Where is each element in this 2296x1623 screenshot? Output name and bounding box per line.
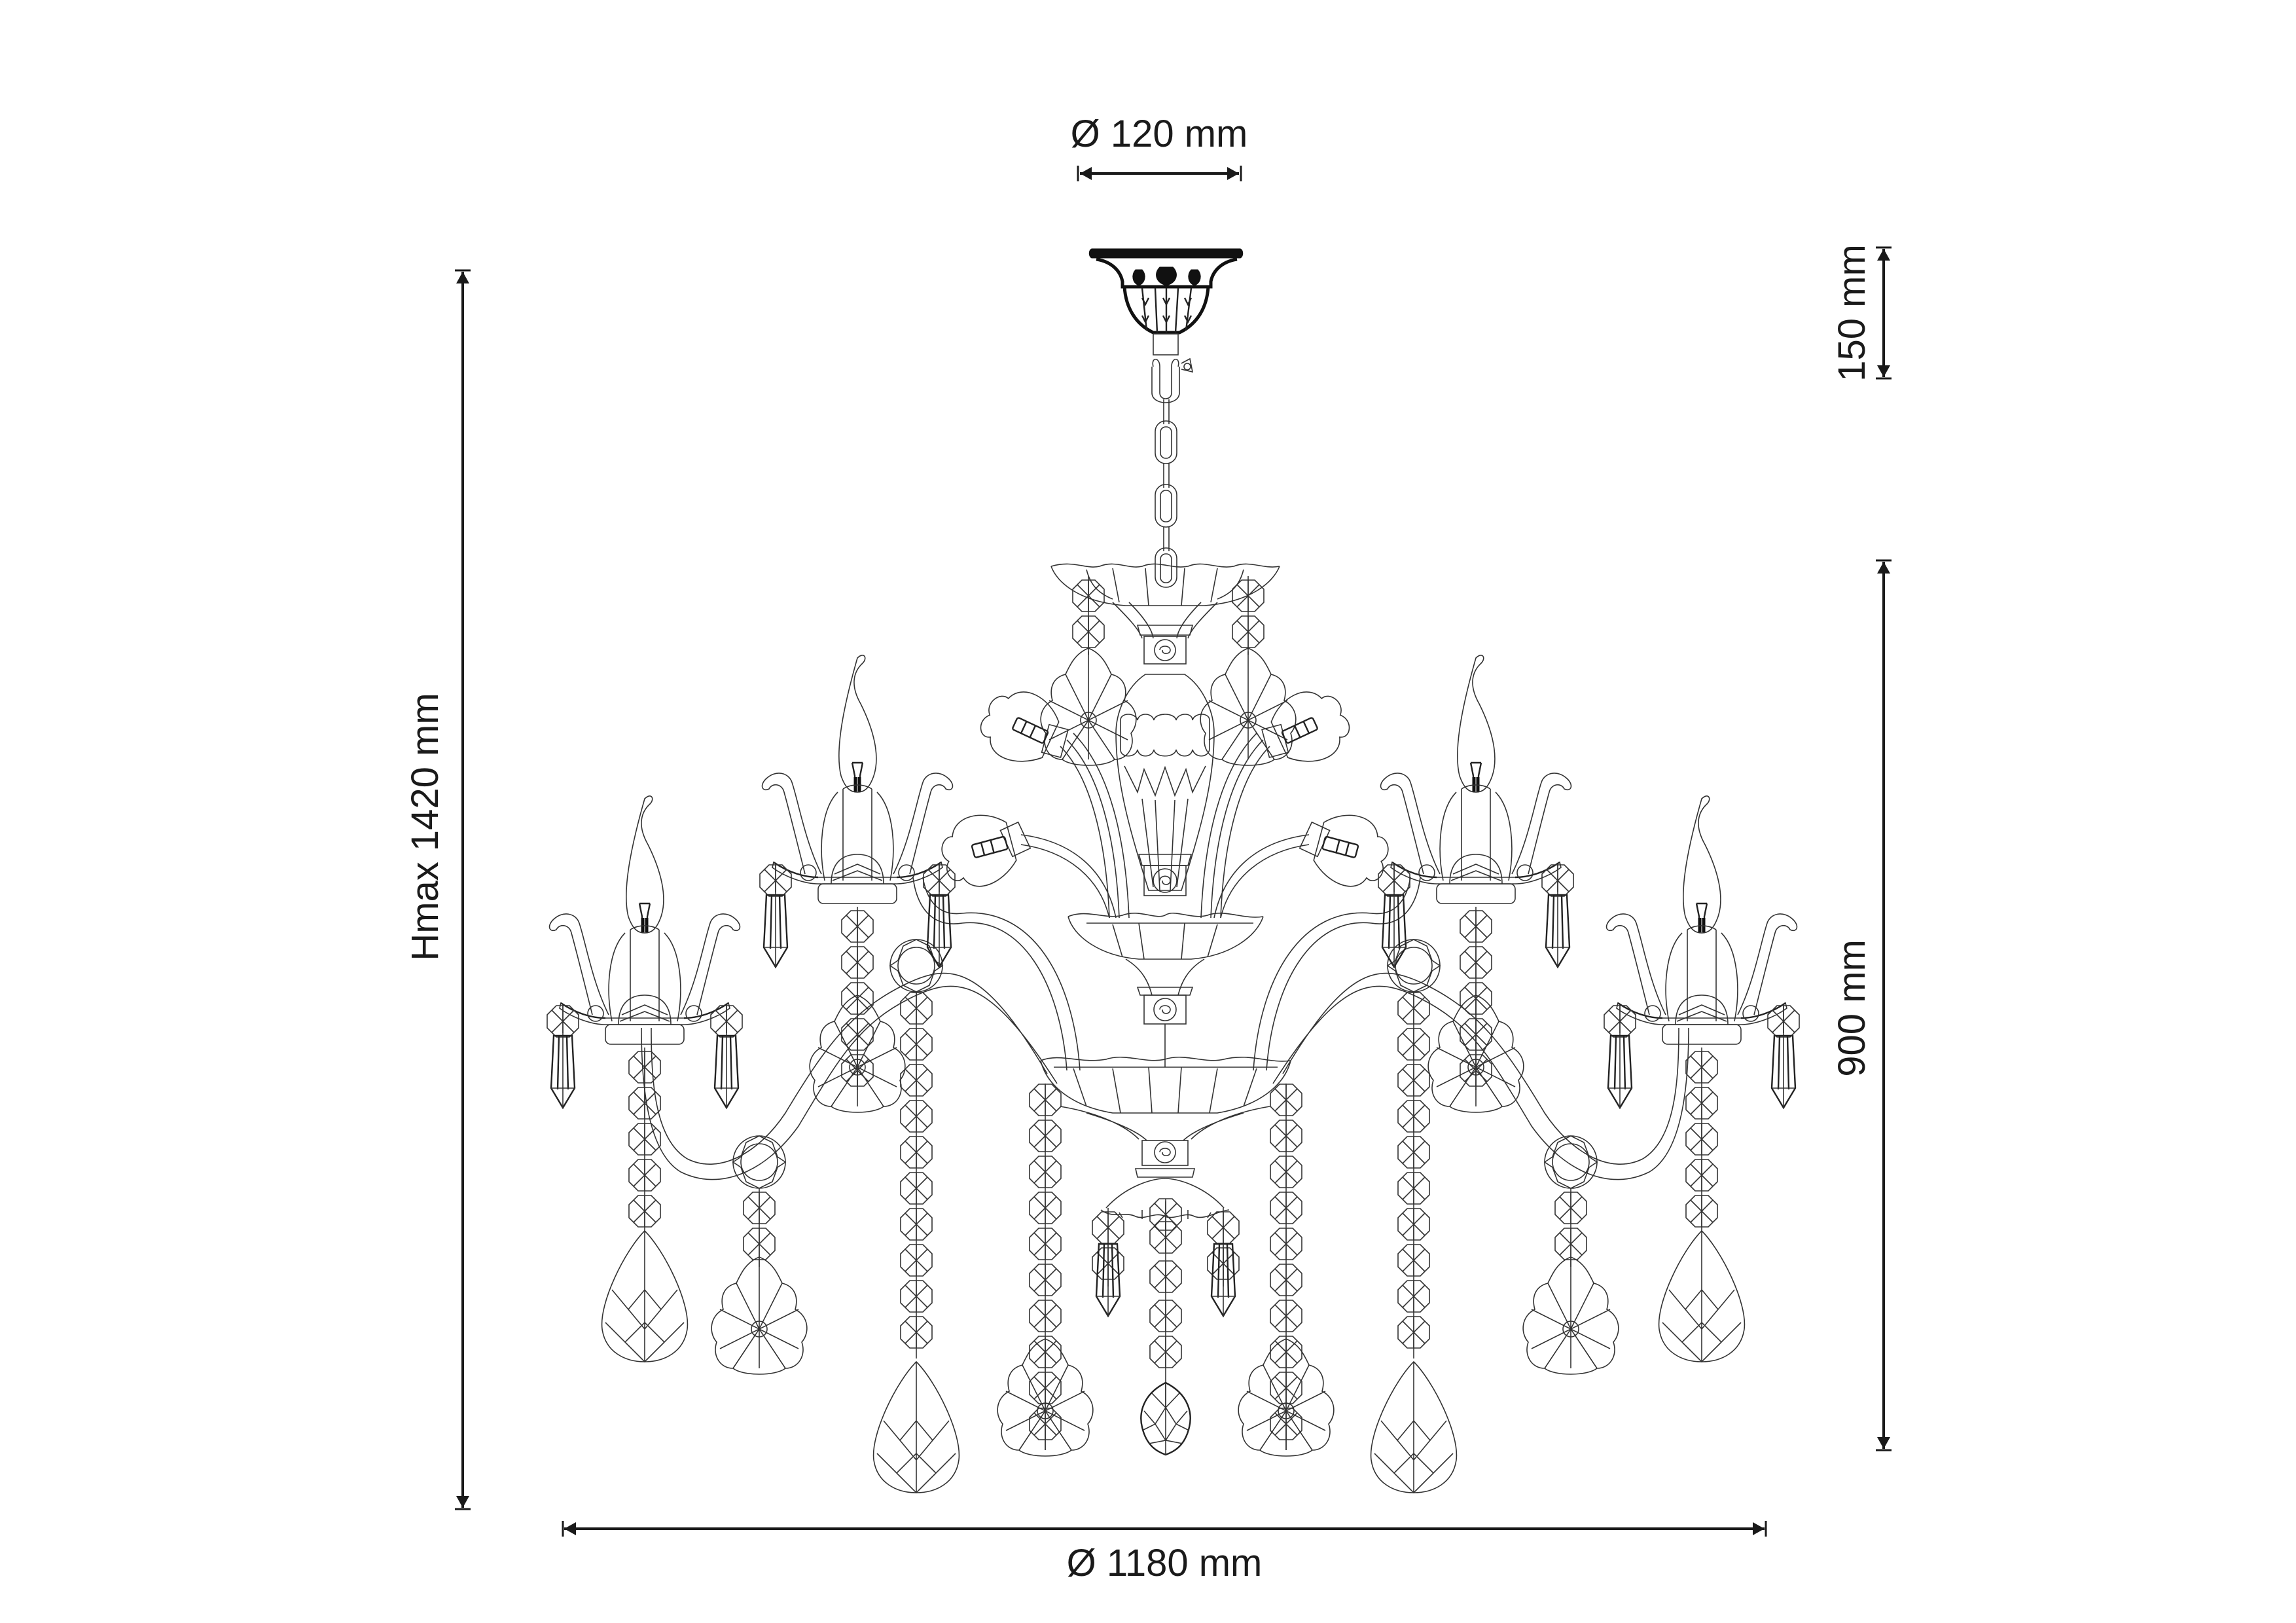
overall-diameter-label: Ø 1180 mm bbox=[1066, 1542, 1263, 1584]
max-height-label: Hmax 1420 mm bbox=[404, 693, 446, 961]
middle-bowl bbox=[1067, 912, 1264, 1067]
bottom-pendants bbox=[1092, 1198, 1239, 1456]
lower-bowl bbox=[1040, 1057, 1291, 1219]
chandelier bbox=[547, 248, 1799, 1493]
overall-diameter-dimension bbox=[562, 1521, 1767, 1537]
canopy-diameter-label: Ø 120 mm bbox=[1070, 113, 1248, 155]
upper-bowl bbox=[1040, 563, 1297, 766]
inner-candle-arms bbox=[760, 655, 1573, 1493]
canopy-height-dimension bbox=[1876, 246, 1892, 380]
canopy-diameter-dimension bbox=[1077, 166, 1242, 181]
outer-candle-arms bbox=[547, 796, 1799, 1375]
ceiling-canopy bbox=[1088, 248, 1244, 356]
suspension-chain bbox=[1151, 357, 1194, 588]
body-height-label: 900 mm bbox=[1831, 939, 1873, 1077]
canopy-height-label: 150 mm bbox=[1831, 244, 1873, 382]
central-urn bbox=[1115, 674, 1215, 896]
max-height-dimension bbox=[455, 269, 471, 1510]
crystal-ball bbox=[1140, 1381, 1191, 1456]
upper-inner-arms bbox=[934, 678, 1396, 919]
body-height-dimension bbox=[1876, 559, 1892, 1451]
